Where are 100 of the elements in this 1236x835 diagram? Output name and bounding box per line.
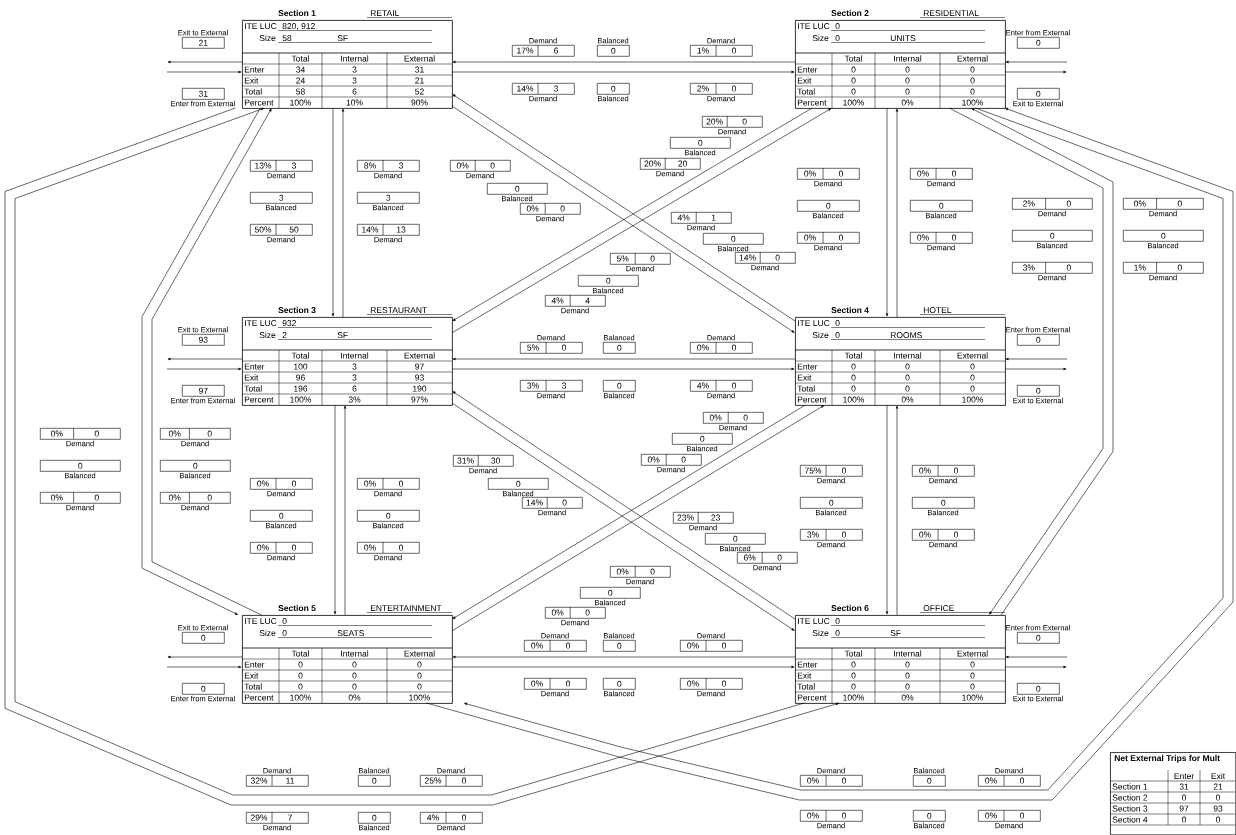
arrow (151, 108, 272, 616)
value-box: 0 (1017, 683, 1060, 695)
unit-label: SF (337, 35, 348, 42)
demand-box: 0% 0 (450, 159, 511, 172)
row-header: Exit (797, 77, 812, 84)
table-cell: 100% (843, 694, 865, 701)
arrow (1004, 70, 1067, 74)
unit-label: UNITS (890, 35, 916, 42)
unit-label: SEATS (337, 630, 365, 637)
arrow (167, 60, 243, 64)
demand-box: 0% 0 (680, 677, 743, 690)
demand-box: 20% 0 (702, 115, 763, 128)
arrow (1005, 60, 1068, 64)
table-cell: 0 (1182, 794, 1187, 801)
row-header: Percent (244, 99, 274, 106)
node-label: 0% (919, 467, 931, 474)
node-label: 0 (722, 680, 727, 687)
demand-box: 0% 0 (703, 411, 764, 424)
table-cell: 0 (905, 363, 910, 370)
value-box: 0 (250, 510, 313, 522)
table-cell: 100% (843, 99, 865, 106)
node-label: 0% (709, 414, 722, 421)
row-header: Enter (797, 363, 818, 370)
table-cell: 0 (905, 77, 910, 84)
demand-box: 14% 3 (512, 82, 575, 95)
node-label: 4 (585, 297, 590, 304)
table-cell: 3 (352, 77, 357, 84)
column-header: External (404, 352, 435, 359)
row-header: Exit (244, 77, 259, 84)
node-label: 3 (398, 162, 404, 169)
demand-box: 5% 0 (520, 341, 583, 354)
column-header: Internal (341, 55, 369, 62)
node-label: 2% (697, 85, 709, 92)
node-label: 0% (531, 680, 543, 687)
node-label: 0% (807, 812, 819, 819)
table-cell: 0 (851, 88, 856, 95)
demand-box: 3% 3 (520, 379, 583, 392)
demand-box: 31% 30 (453, 454, 514, 467)
value-box: 0 (1017, 385, 1060, 397)
row-header: Section 3 (1112, 805, 1148, 812)
row-header: Percent (797, 99, 827, 106)
demand-box: 0% 0 (912, 528, 975, 541)
table-cell: 90% (411, 99, 428, 106)
value-box: 93 (182, 334, 225, 346)
demand-box: 0% 0 (910, 231, 973, 244)
node-label: 3% (1023, 264, 1035, 271)
demand-box: 0% 0 (978, 809, 1041, 822)
table-cell: 100 (294, 363, 308, 370)
node-label: 0% (364, 544, 376, 551)
value-box: 3 (250, 192, 313, 204)
arrow (452, 357, 796, 361)
unit-label: ROOMS (890, 332, 922, 339)
demand-box: 0% 0 (520, 202, 581, 215)
demand-box: 14% 0 (735, 251, 796, 264)
value-box: 0 (357, 510, 420, 522)
demand-box: 0% 0 (160, 427, 231, 440)
value-box: 0 (597, 45, 630, 57)
demand-box: 0% 0 (800, 809, 863, 822)
value-box: 0 (1017, 88, 1060, 100)
node-label: 0 (398, 480, 404, 487)
table-cell: 0 (970, 661, 975, 668)
demand-box: 50% 50 (250, 223, 313, 236)
node-label: 0% (50, 494, 63, 501)
field-label: ITE LUC (798, 320, 830, 327)
field-value: 0 (830, 618, 986, 626)
column-header: External (404, 55, 435, 62)
arrow (1005, 357, 1068, 361)
node-label: 0 (732, 85, 737, 92)
node-label: 0% (526, 205, 539, 212)
value-box: 0 (182, 683, 225, 695)
demand-box: 0% 0 (800, 774, 863, 787)
node-label: 0% (804, 234, 816, 241)
field-value: 0 (830, 320, 986, 328)
arrow (451, 367, 795, 371)
value-box: 0 (1017, 632, 1060, 644)
demand-box: 2% 0 (1012, 197, 1093, 210)
node-label: 5% (527, 344, 539, 351)
demand-box: 0% 0 (524, 677, 587, 690)
demand-box: 0% 0 (797, 231, 860, 244)
value-box: 0 (160, 460, 231, 472)
table-cell: 100% (843, 396, 865, 403)
row-header: Total (244, 683, 262, 690)
demand-box: 0% 0 (40, 491, 121, 504)
column-header: Total (844, 352, 862, 359)
node-label: 0% (985, 777, 997, 784)
table-cell: 0 (970, 88, 975, 95)
field-value: 0 (277, 618, 433, 626)
demand-box: 3% 0 (800, 528, 863, 541)
node-label: 0 (398, 544, 404, 551)
arrow (166, 70, 242, 74)
demand-box: 4% 1 (671, 211, 732, 224)
node-label: 0 (842, 812, 847, 819)
row-header: Percent (797, 694, 827, 701)
section-heading: Section 1 (278, 9, 316, 17)
table-cell: 0 (851, 672, 856, 679)
row-header: Section 4 (1112, 816, 1148, 823)
table-cell: 24 (296, 77, 305, 84)
node-label: 0 (952, 170, 957, 177)
column-header: Internal (894, 650, 922, 657)
arrow (452, 655, 796, 659)
